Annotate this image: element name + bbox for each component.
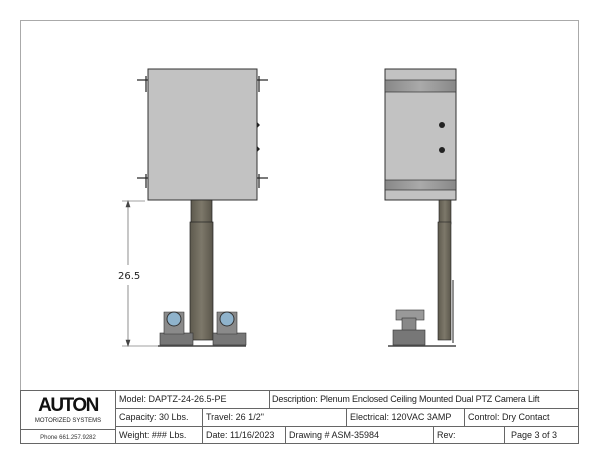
logo-name: AUTON	[38, 395, 99, 416]
date: Date: 11/16/2023	[202, 426, 285, 444]
knob-icon	[439, 147, 445, 153]
title-block: AUTON MOTORIZED SYSTEMS Phone 661.257.92…	[20, 390, 579, 444]
camera-side	[392, 309, 426, 346]
lift-column-upper-side	[438, 199, 452, 225]
capacity: Capacity: 30 Lbs.	[115, 408, 202, 426]
lift-column-upper	[190, 199, 213, 225]
dimension-label: 26.5	[118, 271, 140, 282]
control: Control: Dry Contact	[464, 408, 579, 426]
knob-icon	[439, 122, 445, 128]
electrical: Electrical: 120VAC 3AMP	[346, 408, 464, 426]
lift-column-lower-side	[437, 221, 452, 341]
mounting-brackets	[137, 76, 268, 188]
travel: Travel: 26 1/2"	[202, 408, 346, 426]
camera-right	[212, 311, 247, 346]
auton-logo: AUTON MOTORIZED SYSTEMS	[21, 391, 115, 429]
page-number: Page 3 of 3	[504, 426, 579, 444]
weight: Weight: ### Lbs.	[115, 426, 202, 444]
lift-column-lower	[189, 221, 214, 341]
phone: Phone 661.257.9282	[21, 429, 115, 445]
front-view	[122, 68, 268, 347]
description: Description: Plenum Enclosed Ceiling Mou…	[269, 390, 579, 408]
drawing-number: Drawing # ASM-35984	[285, 426, 433, 444]
logo-subtitle: MOTORIZED SYSTEMS	[34, 418, 102, 424]
revision: Rev:	[433, 426, 504, 444]
enclosure-band-top	[384, 79, 457, 93]
model: Model: DAPTZ-24-26.5-PE	[115, 390, 269, 408]
enclosure-box	[147, 68, 258, 201]
enclosure-band-bottom	[384, 179, 457, 191]
latch-icon	[257, 122, 260, 152]
side-view	[384, 68, 457, 347]
camera-left	[159, 311, 194, 346]
dimension-line	[122, 200, 158, 347]
